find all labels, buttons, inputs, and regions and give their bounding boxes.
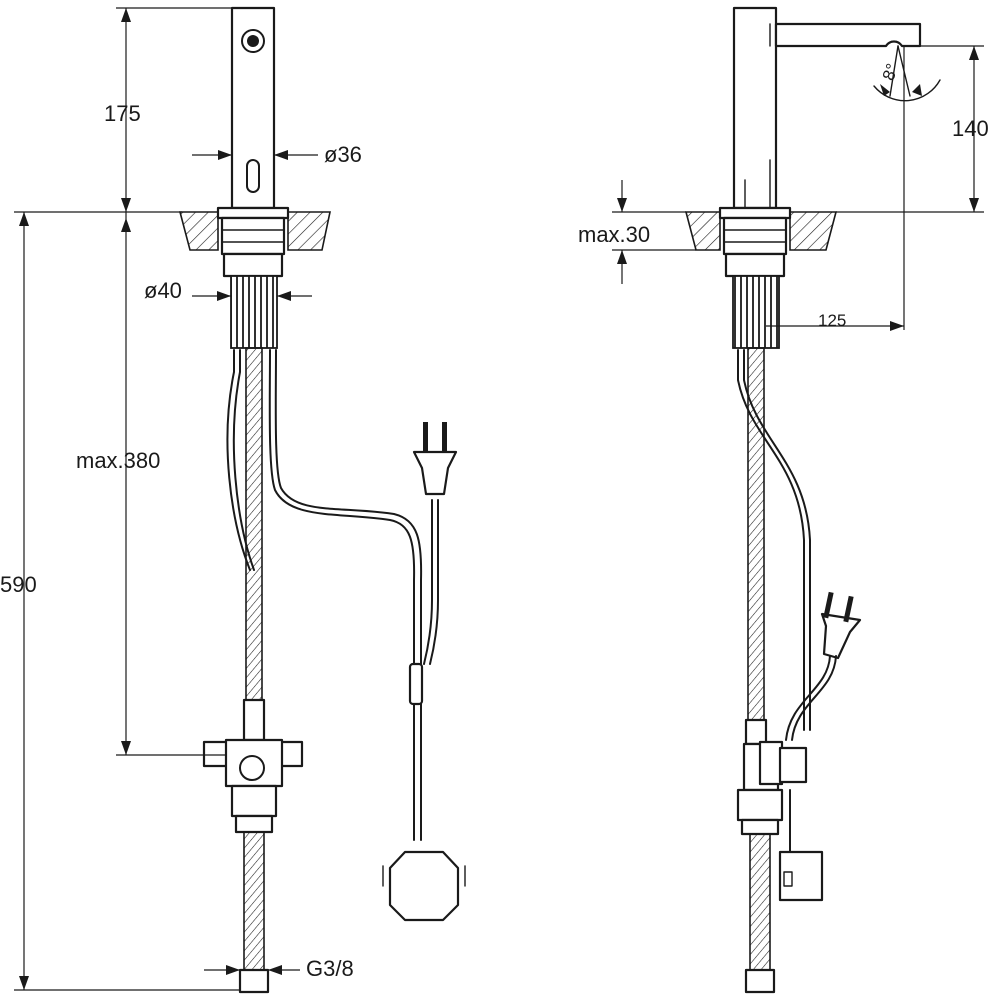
spray-angle (873, 45, 941, 102)
label-125: 125 (818, 311, 846, 330)
valve-nut-lower (234, 814, 274, 834)
label-140: 140 (952, 116, 989, 141)
mount-collar (220, 216, 286, 256)
ribbed-shank (230, 275, 278, 349)
valve-nut-lower-side (740, 818, 780, 836)
side-view: 8° (578, 6, 989, 994)
valve-nut-side (736, 788, 784, 822)
dim-max380 (116, 212, 226, 756)
lock-nut (222, 252, 284, 278)
sensor-cable (226, 349, 251, 571)
mount-collar-side (722, 216, 788, 256)
dim-175 (116, 7, 232, 212)
base-flange (216, 206, 290, 220)
power-cable-main (268, 349, 416, 841)
supply-hose-upper (245, 347, 263, 721)
dim-590 (14, 211, 240, 991)
plug-cable (423, 499, 433, 665)
label-40: ø40 (144, 278, 182, 303)
plug-cable-side (785, 655, 831, 741)
label-175: 175 (104, 101, 141, 126)
cable-connector (408, 662, 424, 706)
label-max380: max.380 (76, 448, 160, 473)
dim-125 (766, 46, 905, 331)
front-view: 175 ø36 590 max.380 ø (0, 6, 466, 994)
power-plug (412, 450, 458, 496)
ribbed-shank-side (732, 275, 780, 349)
hose-ferrule-side (744, 718, 768, 746)
worktop-section-right (684, 211, 721, 251)
label-thread: G3/8 (306, 956, 354, 981)
label-36: ø36 (324, 142, 362, 167)
sensor-slot (246, 159, 260, 193)
label-spray-angle: 8° (879, 61, 902, 83)
base-flange-side (718, 206, 792, 220)
sensor-lens (247, 35, 259, 47)
sensor-window (241, 29, 265, 53)
plug-pin-right (442, 422, 447, 452)
supply-hose-lower (243, 831, 265, 983)
dim-140 (836, 45, 984, 213)
control-box-side (778, 850, 824, 902)
hose-fitting (238, 968, 270, 994)
junction-box (778, 746, 808, 784)
supply-hose-lower-side (749, 833, 771, 985)
label-590: 590 (0, 572, 37, 597)
lock-nut-side (724, 252, 786, 278)
faucet-body-side (732, 6, 778, 210)
valve-nut (230, 784, 278, 818)
valve-outlet-side (758, 740, 784, 786)
hose-fitting-side (744, 968, 776, 994)
dim-max30 (612, 180, 696, 284)
worktop-section-left (178, 211, 219, 251)
label-max30: max.30 (578, 222, 650, 247)
worktop-section-left-2 (287, 211, 331, 251)
hose-ferrule (242, 698, 266, 742)
worktop-section-right-2 (789, 211, 838, 251)
power-plug-side (820, 612, 862, 660)
control-box (388, 850, 460, 922)
dim-thread (204, 965, 300, 975)
sensor-cable-side (737, 349, 805, 731)
spout (774, 22, 922, 48)
dim-36 (192, 150, 318, 160)
dim-40 (192, 291, 312, 301)
valve-port (239, 755, 265, 781)
plug-pin-left (423, 422, 428, 452)
